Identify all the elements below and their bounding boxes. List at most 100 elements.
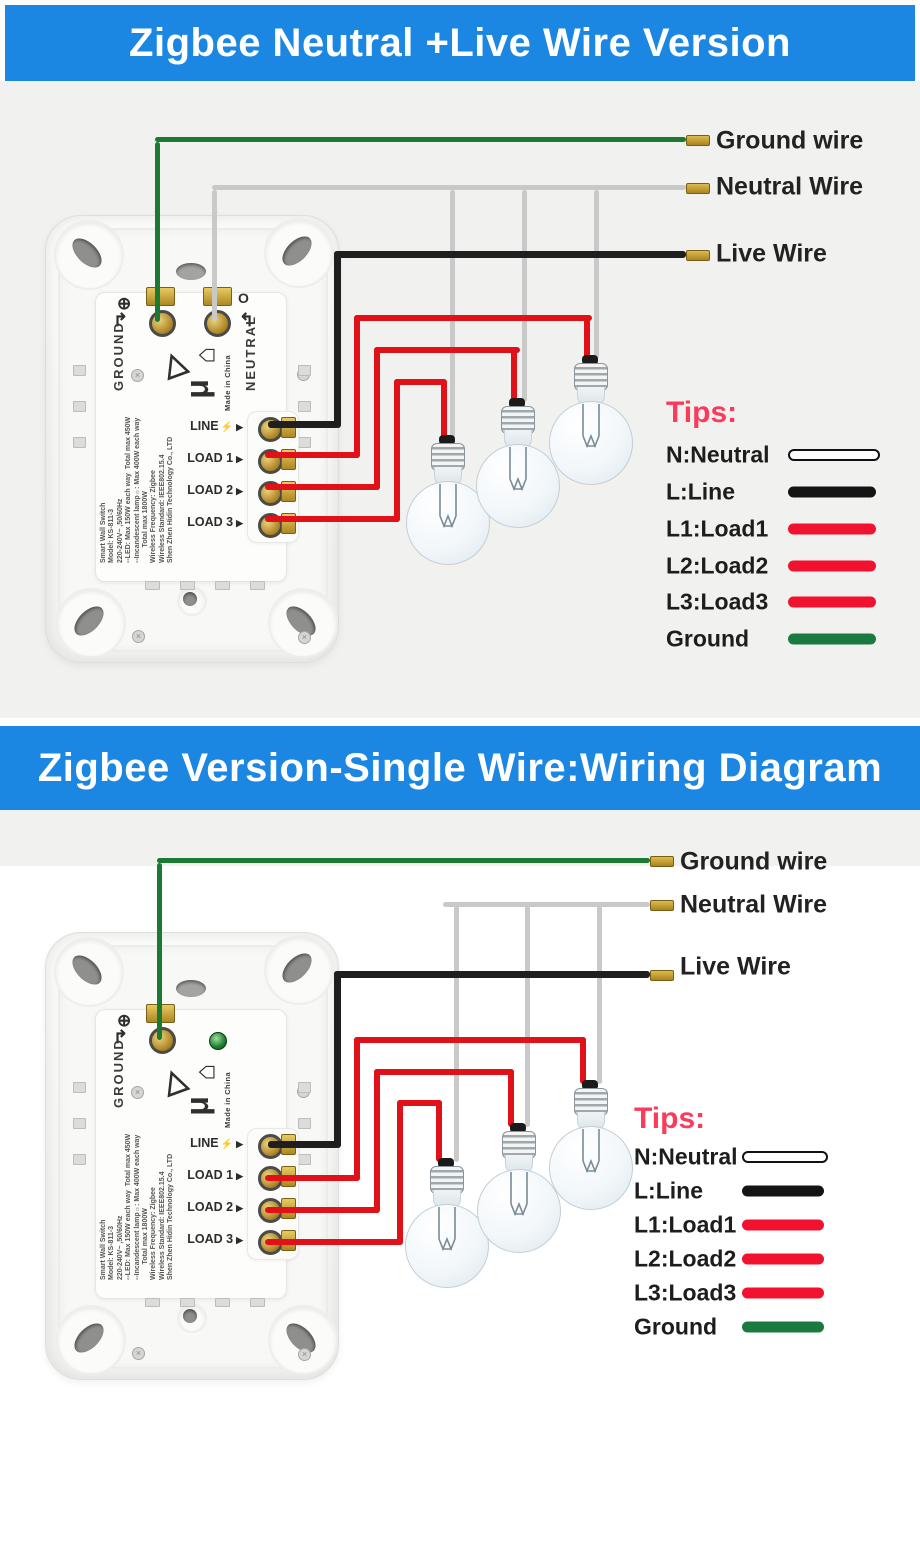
live-wire-label: Live Wire [716, 239, 827, 268]
load3-wire [394, 379, 446, 385]
load1-wire [354, 1037, 586, 1043]
legend-swatch-line [742, 1185, 824, 1197]
load2-wire [374, 1069, 514, 1075]
legend-label-l3-load3: L3:Load3 [666, 588, 769, 615]
bulb-contact-tip [439, 435, 455, 445]
bottom-center-hole [183, 1309, 197, 1323]
neutral-wire-label: Neutral Wire [680, 890, 828, 919]
load3-wire [265, 516, 400, 522]
bulb-globe [549, 401, 633, 485]
arrow-right-icon: ▶ [236, 454, 243, 464]
legend-label-l-line: L:Line [634, 1177, 703, 1204]
bottom-notch [145, 581, 160, 590]
load3-wire [397, 1100, 403, 1245]
live-wire [334, 251, 341, 428]
bulb-contact-tip [509, 398, 525, 408]
load1-wire [265, 1175, 360, 1181]
neutral-terminal-screw [204, 310, 231, 337]
arrow-right-icon: ▶ [236, 422, 243, 432]
zap-icon: ⚡ [220, 1139, 234, 1150]
zap-icon: ⚡ [220, 422, 234, 433]
bottom-notch [215, 581, 230, 590]
neutral-wire [212, 185, 686, 190]
bottom-notch [145, 1298, 160, 1307]
mu-mark-icon: μ [178, 379, 215, 399]
load1-wire [354, 315, 592, 321]
load3-wire [441, 379, 447, 439]
load3-wire [397, 1100, 442, 1106]
bulb-globe [549, 1126, 633, 1210]
legend-swatch-load [788, 523, 876, 535]
ground-wire-tip [650, 856, 674, 867]
neutral-arrow-icon: ↰ [239, 310, 255, 330]
legend-label-n-neutral: N:Neutral [666, 441, 770, 468]
top-center-hole [176, 980, 206, 997]
arrow-right-icon: ▶ [236, 518, 243, 528]
bulb-filament-icon [438, 1207, 456, 1252]
neutral-drop [525, 905, 530, 1127]
arrow-right-icon: ▶ [236, 1203, 243, 1213]
neutral-drop [594, 190, 599, 359]
ground-terminal-label: GROUND [111, 1038, 126, 1108]
neutral-o-symbol: O [238, 290, 249, 306]
side-clip-right [298, 365, 311, 376]
load1-wire [354, 1037, 360, 1181]
legend-label-ground: Ground [634, 1313, 718, 1340]
legend-label-l-line: L:Line [666, 478, 735, 505]
corner-boss [268, 1305, 338, 1375]
bulb-contact-tip [510, 1123, 526, 1133]
bottom-center-hole [183, 592, 197, 606]
arrow-right-icon: ▶ [236, 486, 243, 496]
bottom-notch [180, 1298, 195, 1307]
side-clip-left [73, 1154, 86, 1165]
ground-wire [157, 863, 162, 1040]
live-wire [334, 251, 686, 258]
module-screw: × [132, 630, 145, 643]
bulb-globe [405, 1204, 489, 1288]
neutral-wire-clamp [203, 287, 232, 306]
live-wire-label: Live Wire [680, 952, 791, 981]
load2-wire [374, 347, 380, 490]
bulb-globe [476, 444, 560, 528]
made-in-china-label: Made in China [223, 1071, 232, 1128]
ground-wire-clamp [146, 287, 175, 306]
load2-wire [508, 1069, 514, 1127]
load1-wire [265, 452, 360, 458]
side-clip-right [298, 1082, 311, 1093]
live-wire [334, 971, 650, 978]
arrow-right-icon: ▶ [236, 1235, 243, 1245]
side-clip-right [298, 1154, 311, 1165]
side-clip-right [298, 401, 311, 412]
load2-wire [265, 484, 380, 490]
ground-arrow-icon: ↱ [113, 310, 129, 330]
terminal-label-line: LINE⚡▶ [190, 419, 243, 433]
side-clip-left [73, 365, 86, 376]
earth-symbol-icon: ⊕ [117, 294, 132, 313]
ground-wire-label: Ground wire [680, 847, 828, 876]
ground-terminal-screw [149, 310, 176, 337]
bulb-filament-icon [582, 1129, 600, 1174]
legend-swatch-line [788, 486, 876, 498]
ground-wire-label: Ground wire [716, 126, 864, 155]
live-wire-tip [686, 250, 710, 261]
load2-wire [374, 347, 520, 353]
bottom-notch [215, 1298, 230, 1307]
banner-neutral-live-version: Zigbee Neutral +Live Wire Version [5, 5, 915, 81]
legend-label-l2-load2: L2:Load2 [634, 1245, 737, 1272]
neutral-wire-label: Neutral Wire [716, 172, 864, 201]
load3-wire [394, 379, 400, 522]
legend-swatch-load [788, 560, 876, 572]
neutral-wire [443, 902, 650, 907]
arrow-right-icon: ▶ [236, 1139, 243, 1149]
terminal-label-load1: LOAD 1▶ [187, 451, 243, 465]
neutral-wire-tip [650, 900, 674, 911]
load3-wire [265, 1239, 403, 1245]
live-wire-tip [650, 970, 674, 981]
neutral-wire [212, 190, 217, 321]
status-led [209, 1032, 227, 1050]
terminal-label-load3: LOAD 3▶ [187, 515, 243, 529]
neutral-drop [450, 190, 455, 439]
legend-label-l3-load3: L3:Load3 [634, 1279, 737, 1306]
panel-2-background [0, 810, 920, 866]
side-clip-left [73, 1118, 86, 1129]
